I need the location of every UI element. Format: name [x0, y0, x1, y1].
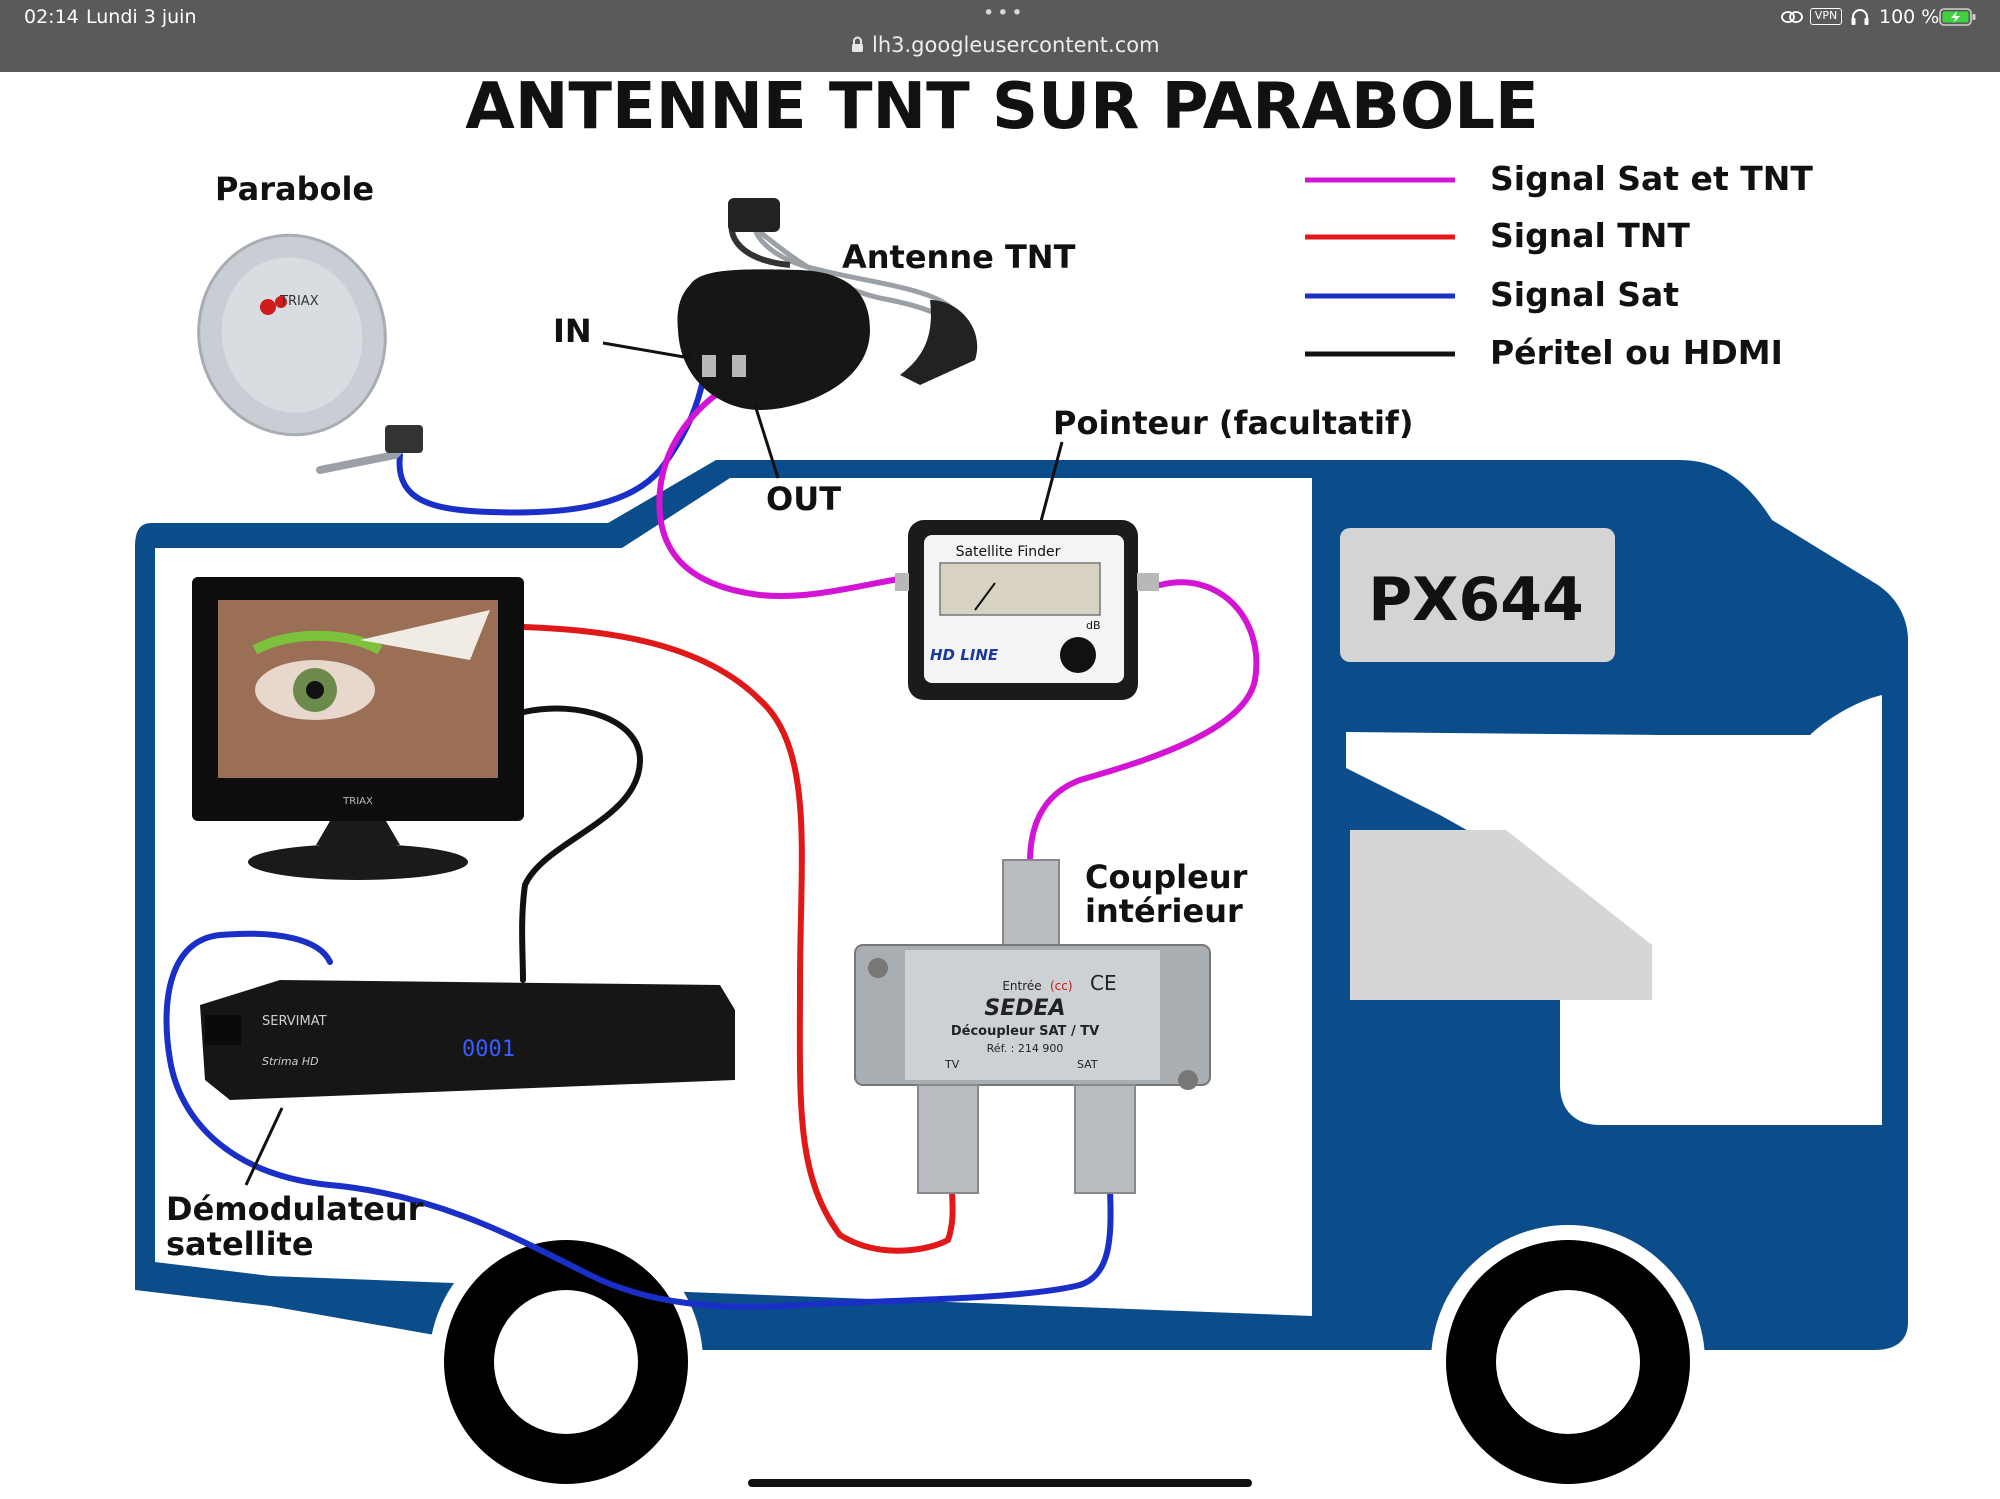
label-coupleur-1: Coupleur — [1085, 858, 1248, 896]
label-coupleur-2: intérieur — [1085, 892, 1243, 930]
headphones-icon — [1850, 8, 1870, 26]
finder-brand: HD LINE — [930, 646, 999, 664]
label-in: IN — [553, 312, 592, 350]
legend: Signal Sat et TNT Signal TNT Signal Sat … — [1305, 159, 1813, 372]
coupler-desc: Découpleur SAT / TV — [951, 1024, 1099, 1039]
plate-number: PX644 — [1368, 565, 1583, 635]
cable-tnt-tv-to-coupler — [521, 624, 956, 1254]
cable-sattnt-pointer-to-coupler — [1027, 579, 1260, 865]
status-date: Lundi 3 juin — [86, 6, 197, 28]
status-time: 02:14 — [24, 6, 79, 28]
dish-brand: TRIAX — [279, 294, 319, 309]
pointer-line-out — [753, 404, 780, 479]
link-icon — [1781, 9, 1803, 23]
label-demodulateur-2: satellite — [166, 1225, 314, 1263]
label-parabole: Parabole — [215, 170, 374, 208]
vpn-badge: VPN — [1810, 8, 1842, 25]
home-indicator[interactable] — [748, 1479, 1252, 1487]
legend-label-3: Péritel ou HDMI — [1490, 333, 1783, 372]
legend-label-0: Signal Sat et TNT — [1490, 159, 1813, 198]
cable-sat-receiver-to-coupler — [163, 930, 1114, 1310]
diagram-title: ANTENNE TNT SUR PARABOLE — [465, 70, 1538, 144]
battery-icon — [1939, 7, 1977, 27]
label-demodulateur-1: Démodulateur — [166, 1190, 424, 1228]
legend-label-2: Signal Sat — [1490, 275, 1679, 314]
receiver-display: 0001 — [462, 1037, 515, 1062]
finder-db: dB — [1086, 619, 1101, 632]
coupler-ref: Réf. : 214 900 — [987, 1042, 1064, 1055]
tv-brand: TRIAX — [342, 796, 373, 807]
front-wheel — [1431, 1225, 1705, 1499]
cable-sattnt-antenna-to-pointer — [656, 377, 908, 599]
label-out: OUT — [766, 480, 841, 518]
receiver-model: Strima HD — [262, 1055, 319, 1068]
coupler-tv: TV — [944, 1058, 960, 1071]
lock-icon — [851, 36, 864, 53]
pointer-line-demod — [244, 1107, 284, 1186]
pointer-line-pointeur — [1038, 441, 1064, 526]
browser-status-bar: 02:14 Lundi 3 juin ••• lh3.googleusercon… — [0, 0, 2000, 72]
coupler-sat: SAT — [1077, 1058, 1098, 1071]
battery-percent: 100 % — [1879, 6, 1940, 28]
satellite-finder: Satellite Finder HD LINE dB — [895, 520, 1159, 700]
license-plate — [1340, 528, 1615, 662]
more-dots-icon[interactable]: ••• — [983, 2, 1026, 24]
coupler-entree: Entrée — [1002, 979, 1041, 993]
pointer-line-in — [602, 341, 691, 360]
side-window — [1350, 830, 1652, 1000]
television: TRIAX — [192, 577, 524, 880]
label-antenne-tnt: Antenne TNT — [842, 238, 1076, 276]
url-field[interactable]: lh3.googleusercontent.com — [872, 33, 1160, 57]
finder-title: Satellite Finder — [956, 544, 1061, 560]
cable-peritel-tv-to-receiver — [519, 705, 644, 983]
legend-label-1: Signal TNT — [1490, 216, 1690, 255]
label-pointeur: Pointeur (facultatif) — [1053, 404, 1413, 442]
coupler-brand: SEDEA — [984, 996, 1065, 1021]
tnt-antenna — [677, 198, 978, 410]
satellite-dish: TRIAX — [197, 233, 423, 474]
coupler: Entrée (cc) CE SEDEA Découpleur SAT / TV… — [854, 859, 1211, 1194]
coupler-ce: CE — [1090, 971, 1117, 995]
cab-window — [1346, 695, 1882, 1125]
receiver-brand: SERVIMAT — [262, 1014, 327, 1029]
coupler-cc: (cc) — [1050, 979, 1073, 993]
satellite-receiver: SERVIMAT Strima HD 0001 — [200, 980, 735, 1100]
